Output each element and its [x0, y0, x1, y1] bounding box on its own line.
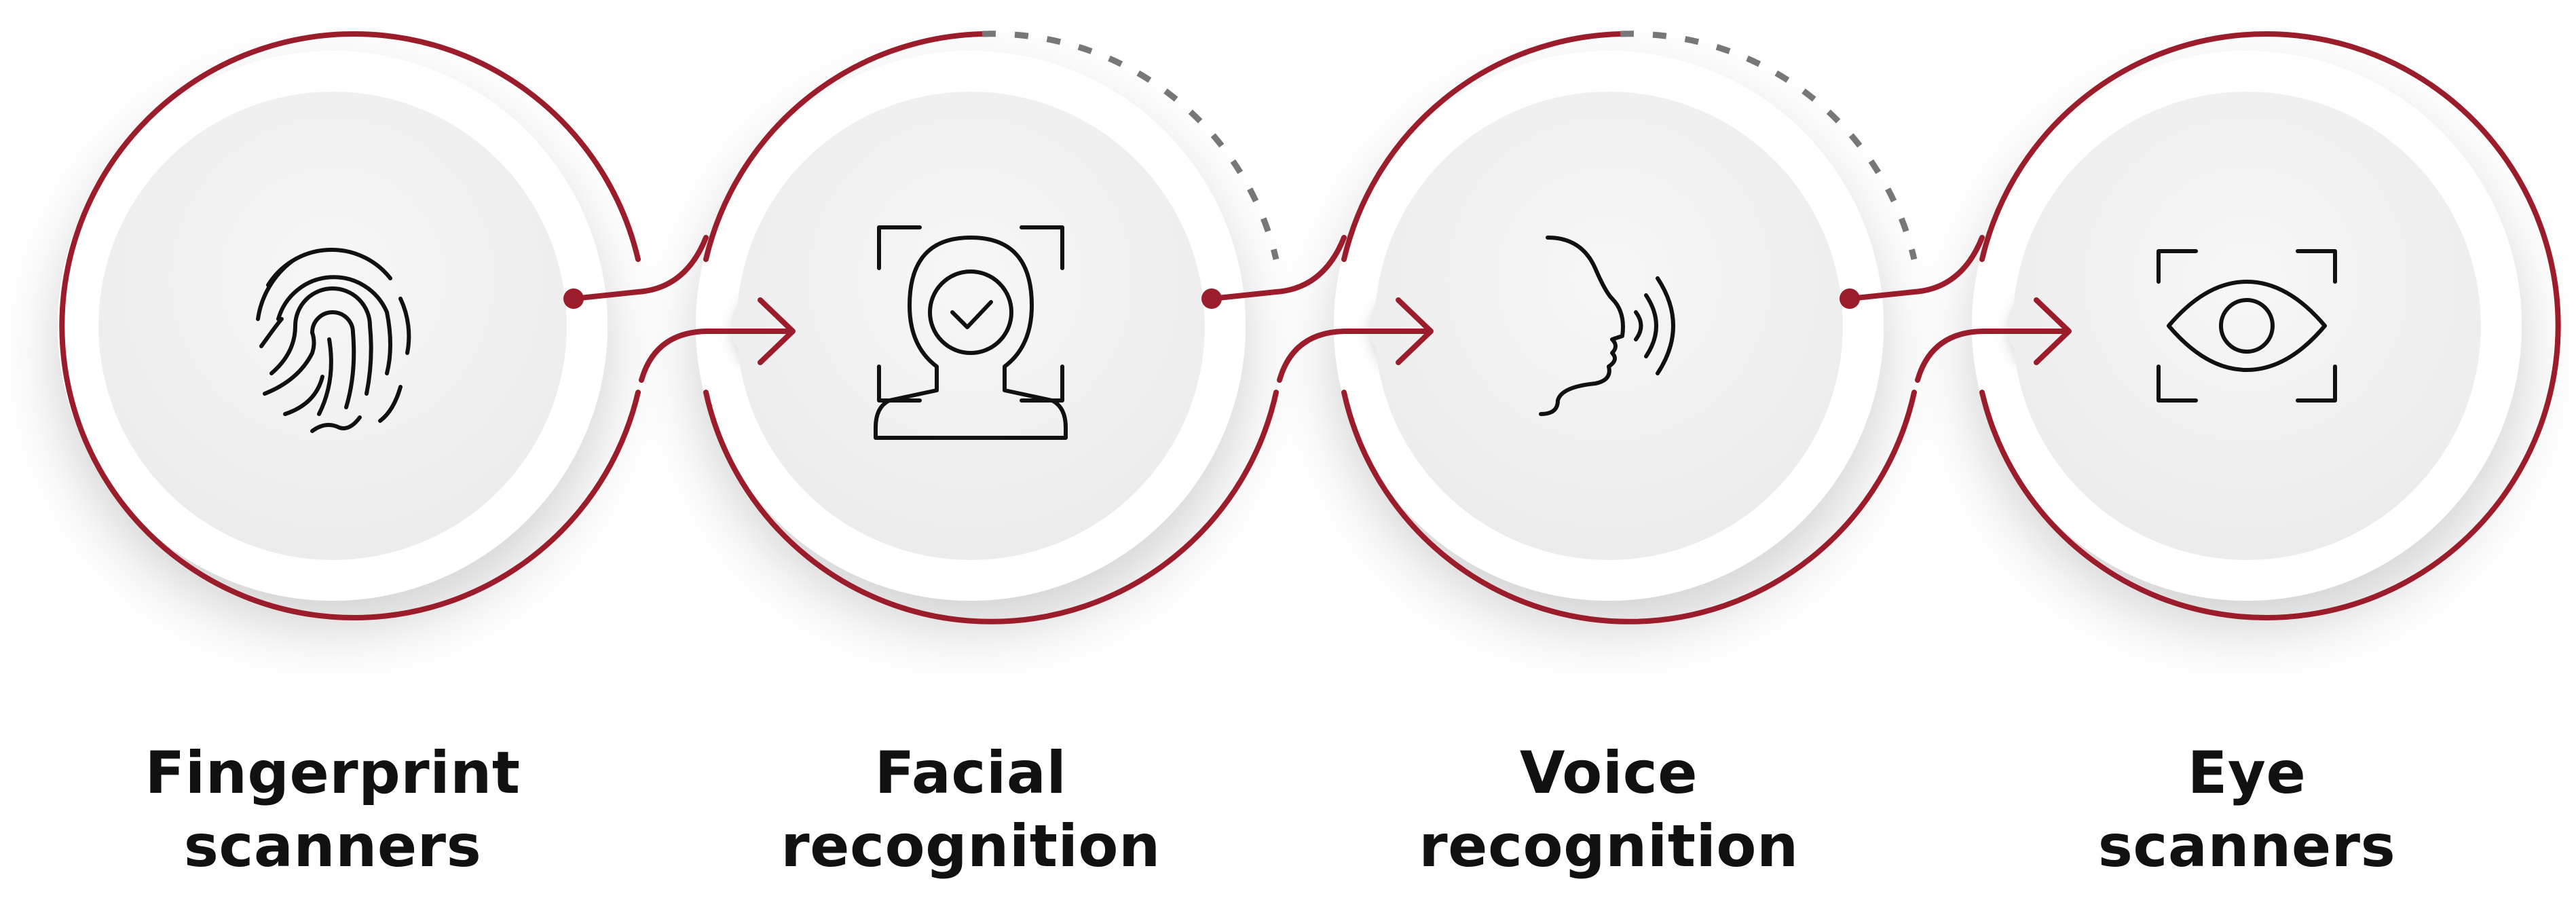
step-label-line2: scanners: [183, 813, 482, 880]
arrow-head-1: [758, 297, 796, 365]
arc-1: [59, 31, 641, 620]
connector-top-2: [1209, 235, 1347, 301]
step-label-line1: Fingerprint: [145, 739, 521, 807]
connector-dots: [563, 288, 1860, 309]
inner-discs: [98, 92, 2481, 560]
eye-scan-icon: [2157, 249, 2337, 403]
arc-3a: [1341, 31, 1623, 262]
step-label-facial: Facial recognition: [733, 736, 1208, 883]
dashed-arc-2: [982, 31, 1280, 261]
dashed-arc-3: [1620, 31, 1918, 261]
connectors: [571, 235, 2070, 383]
arrow-head-3: [2034, 297, 2072, 365]
connector-bottom-1: [639, 329, 794, 383]
connector-dot-3: [1840, 288, 1860, 309]
disc-1: [98, 92, 567, 560]
voice-icon: [1539, 236, 1675, 416]
step-label-line1: Facial: [874, 739, 1067, 807]
connector-top-3: [1847, 235, 1985, 301]
dashed-arcs: [982, 31, 1918, 261]
arrow-heads: [758, 297, 2072, 365]
step-label-line1: Voice: [1519, 739, 1698, 807]
connector-dot-2: [1201, 288, 1222, 309]
disc-4: [2013, 92, 2481, 560]
step-label-fingerprint: Fingerprint scanners: [95, 736, 570, 883]
step-label-line1: Eye: [2187, 739, 2307, 807]
disc-3: [1375, 92, 1843, 560]
step-label-voice: Voice recognition: [1371, 736, 1846, 883]
connector-bottom-3: [1915, 329, 2070, 383]
step-label-line2: recognition: [781, 813, 1161, 880]
red-arcs: [59, 31, 2561, 624]
arc-2b: [703, 390, 1279, 624]
connector-top-1: [571, 235, 709, 301]
face-scan-icon: [874, 225, 1068, 440]
step-label-line2: scanners: [2097, 813, 2396, 880]
step-label-eye: Eye scanners: [2009, 736, 2484, 883]
arc-3b: [1341, 390, 1917, 624]
arc-4: [1979, 31, 2561, 620]
arrow-head-2: [1396, 297, 1434, 365]
step-label-line2: recognition: [1419, 813, 1799, 880]
fingerprint-icon: [256, 247, 411, 433]
connector-bottom-2: [1277, 329, 1432, 383]
connector-dot-1: [563, 288, 584, 309]
arc-2a: [703, 31, 985, 262]
